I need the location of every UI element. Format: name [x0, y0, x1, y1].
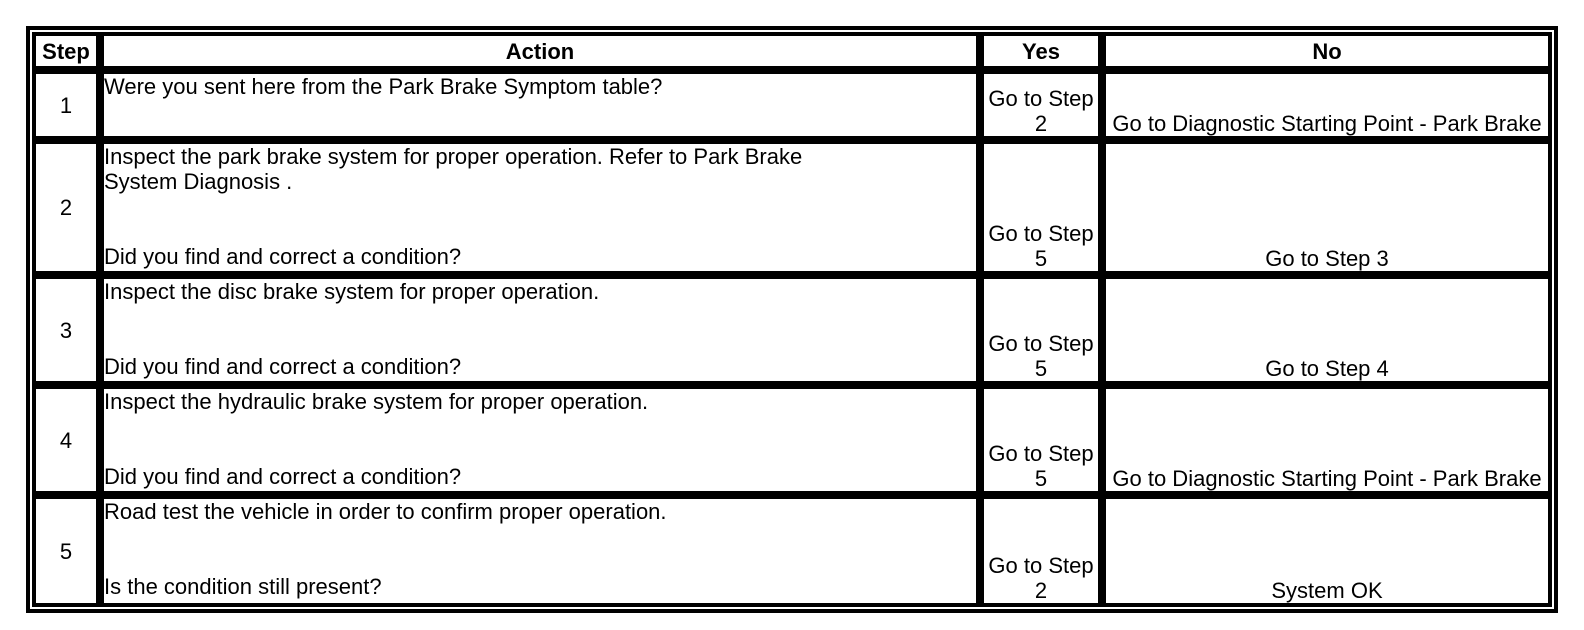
- table-row: 3 Inspect the disc brake system for prop…: [32, 275, 1552, 385]
- step-number: 5: [32, 495, 100, 607]
- yes-result: Go to Step 2: [980, 70, 1102, 140]
- step-number: 2: [32, 140, 100, 275]
- action-text: Inspect the disc brake system for proper…: [100, 275, 980, 385]
- table-row: 4 Inspect the hydraulic brake system for…: [32, 385, 1552, 495]
- table-row: 1 Were you sent here from the Park Brake…: [32, 70, 1552, 140]
- no-result: Go to Diagnostic Starting Point - Park B…: [1102, 385, 1552, 495]
- column-header-action: Action: [100, 32, 980, 70]
- no-result: Go to Step 4: [1102, 275, 1552, 385]
- yes-result: Go to Step 5: [980, 385, 1102, 495]
- yes-result: Go to Step 5: [980, 275, 1102, 385]
- table-row: 2 Inspect the park brake system for prop…: [32, 140, 1552, 275]
- no-result: System OK: [1102, 495, 1552, 607]
- step-number: 4: [32, 385, 100, 495]
- action-text: Inspect the hydraulic brake system for p…: [100, 385, 980, 495]
- column-header-yes: Yes: [980, 32, 1102, 70]
- action-text: Inspect the park brake system for proper…: [100, 140, 980, 275]
- step-number: 3: [32, 275, 100, 385]
- column-header-step: Step: [32, 32, 100, 70]
- no-result: Go to Diagnostic Starting Point - Park B…: [1102, 70, 1552, 140]
- yes-result: Go to Step 5: [980, 140, 1102, 275]
- header-row: Step Action Yes No: [32, 32, 1552, 70]
- no-result: Go to Step 3: [1102, 140, 1552, 275]
- table-row: 5 Road test the vehicle in order to conf…: [32, 495, 1552, 607]
- step-number: 1: [32, 70, 100, 140]
- action-text: Were you sent here from the Park Brake S…: [100, 70, 980, 140]
- diagnostic-table: Step Action Yes No 1 Were you sent here …: [32, 32, 1552, 607]
- column-header-no: No: [1102, 32, 1552, 70]
- yes-result: Go to Step 2: [980, 495, 1102, 607]
- table-outer-frame: Step Action Yes No 1 Were you sent here …: [26, 26, 1558, 613]
- action-text: Road test the vehicle in order to confir…: [100, 495, 980, 607]
